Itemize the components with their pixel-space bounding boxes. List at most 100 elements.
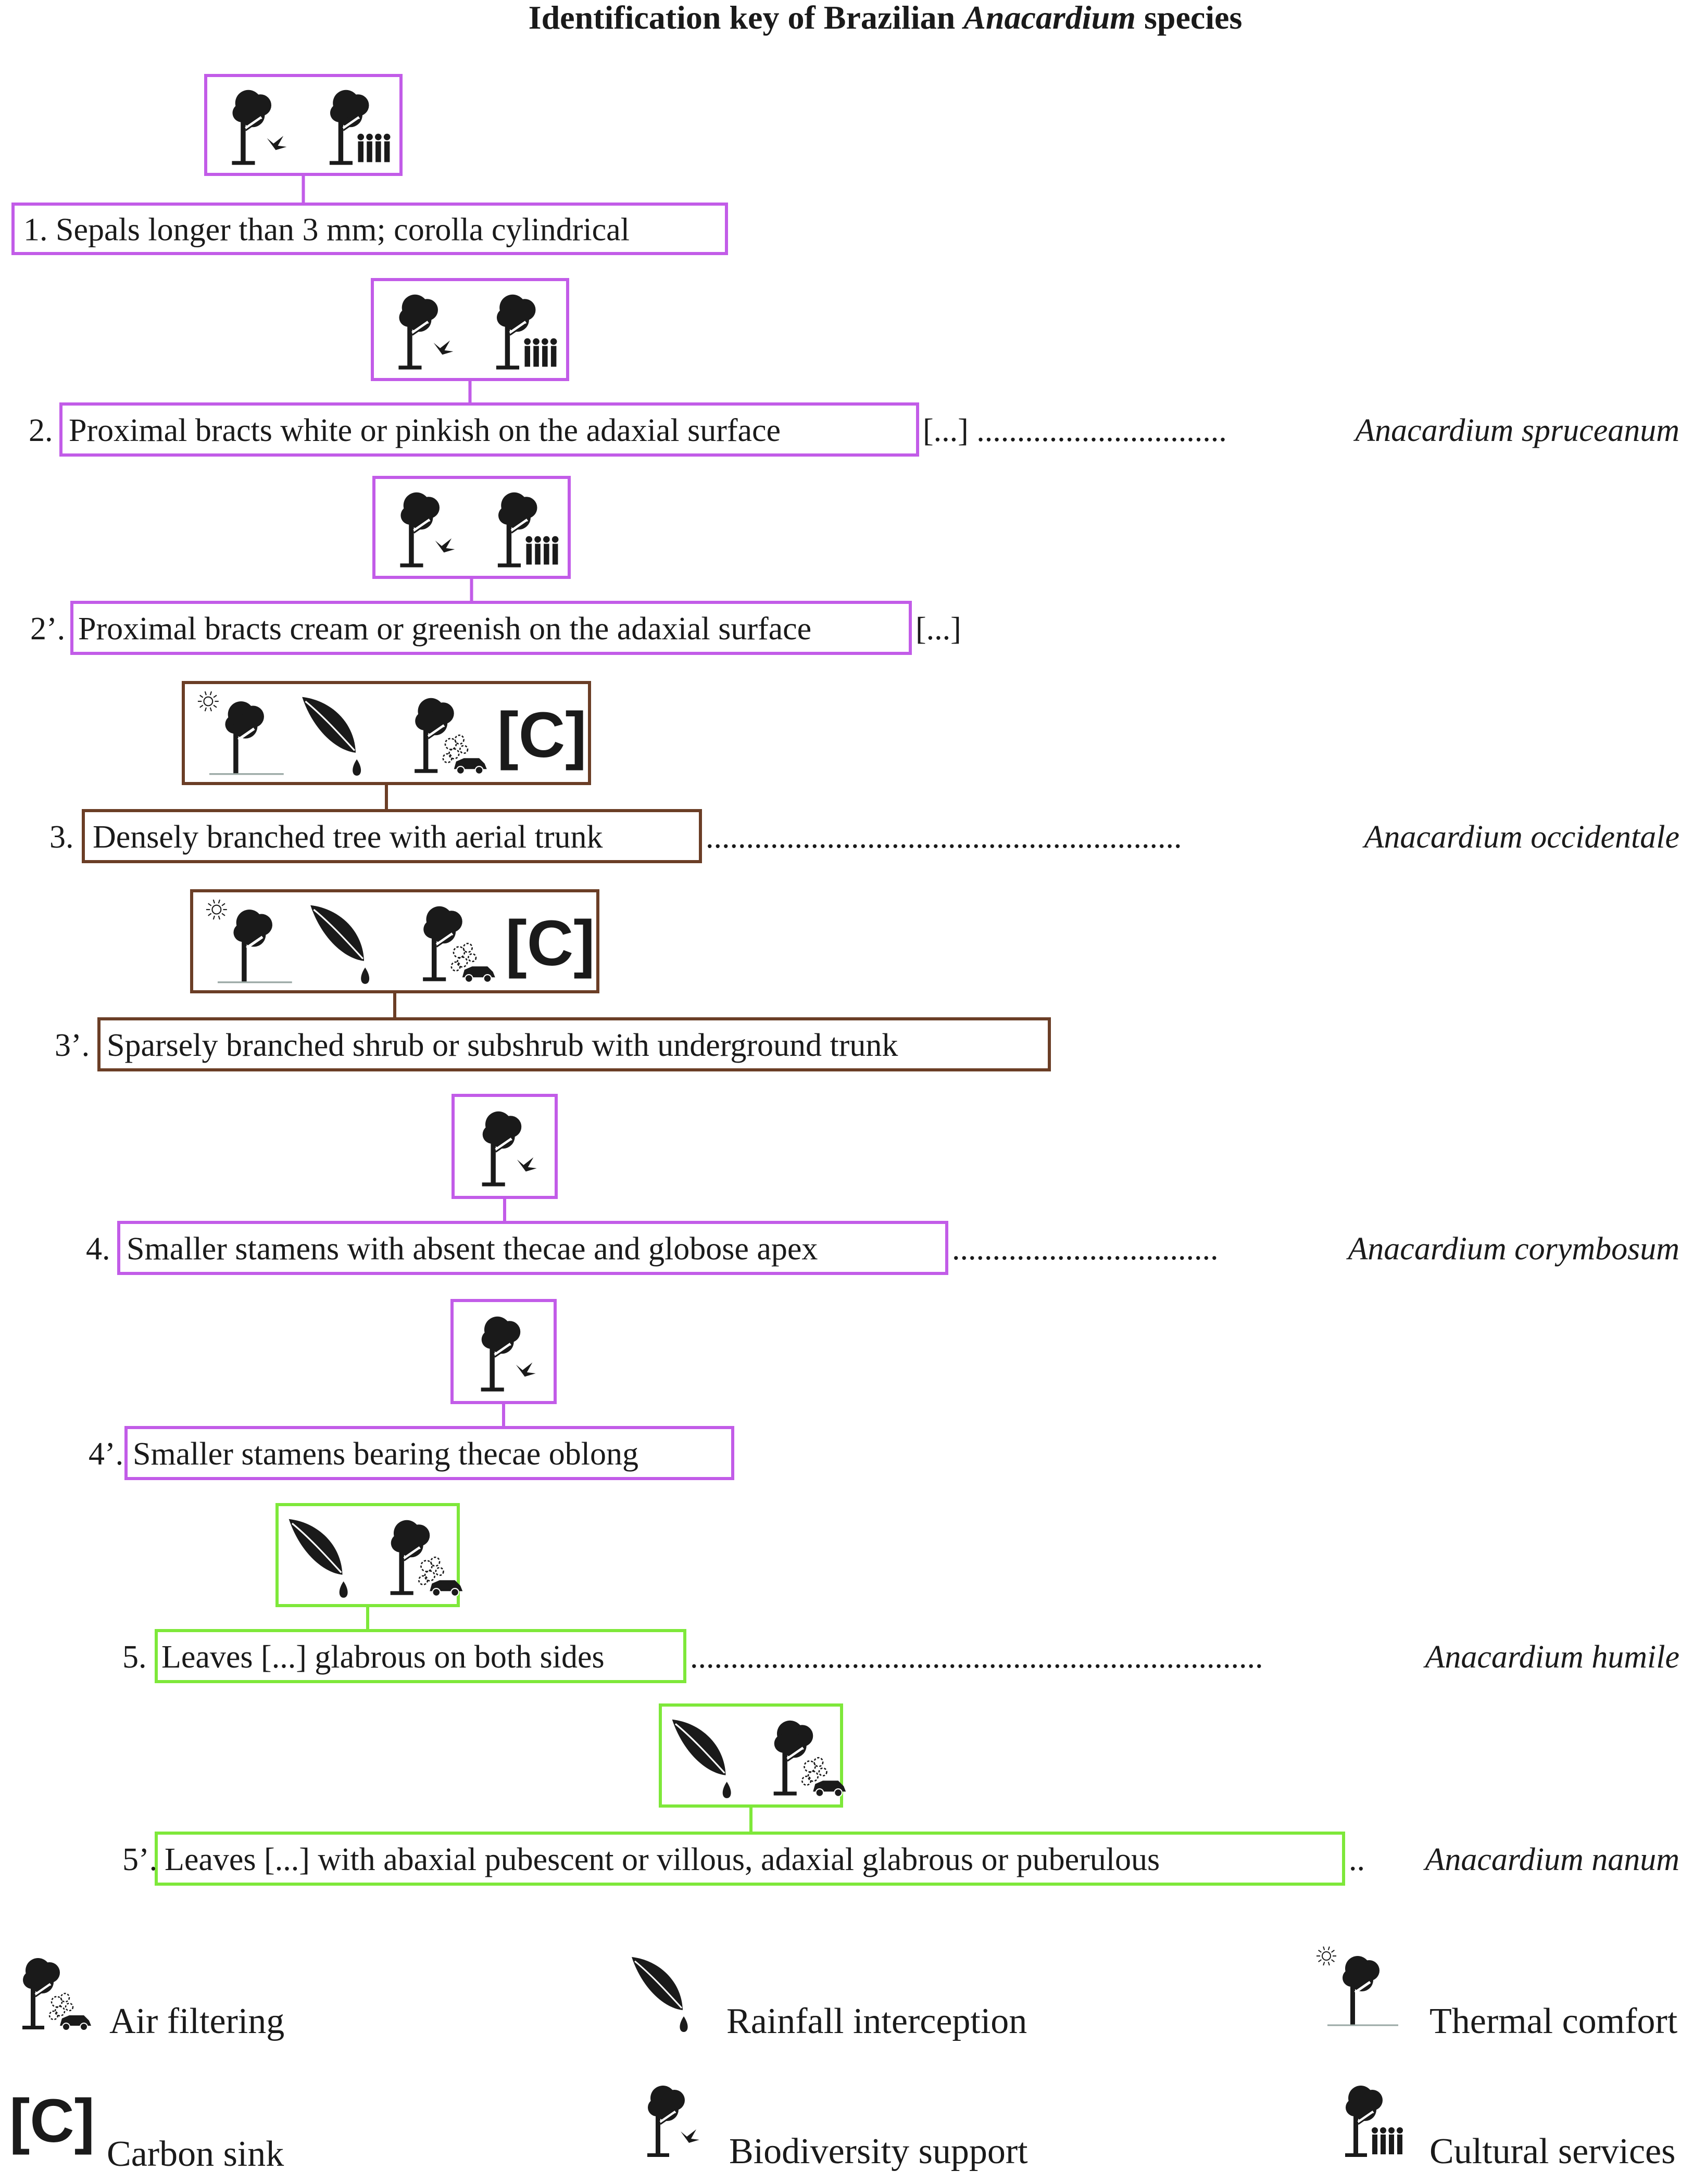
carbon-sink-glyph: [C] [9, 2087, 95, 2155]
species-name: Anacardium corymbosum [1346, 1231, 1679, 1267]
biodiversity-support-icon [647, 2086, 699, 2157]
legend-label: Carbon sink [107, 2134, 284, 2174]
step-text-box [97, 1017, 1051, 1071]
air-filtering-icon [415, 698, 487, 775]
step-text: Smaller stamens with absent thecae and g… [127, 1231, 818, 1267]
legend-item: Air filtering [22, 1958, 284, 2041]
icon-box [204, 74, 403, 176]
leader-dots: ........................................… [690, 1639, 1263, 1675]
cultural-services-icon [1345, 2086, 1403, 2157]
key-step: 4’. Smaller stamens bearing thecae oblong [89, 1299, 734, 1480]
step-text-box [155, 1629, 686, 1683]
step-number: 4’. [89, 1436, 123, 1472]
key-steps: 1. Sepals longer than 3 mm; corolla cyli… [11, 74, 1680, 1886]
step-description: Densely branched tree with aerial trunk [93, 819, 603, 855]
air-filtering-icon [773, 1720, 846, 1797]
rainfall-interception-icon [302, 697, 361, 776]
biodiversity-support-icon [232, 90, 287, 165]
leader-dots: [...] [916, 611, 961, 647]
icon-box [275, 1503, 460, 1607]
step-number: 2. [29, 413, 53, 448]
step-text-box [155, 1832, 1345, 1886]
diagram-title: Identification key of Brazilian Anacardi… [529, 0, 1243, 36]
legend-item: Biodiversity support [647, 2086, 1028, 2172]
legend: Air filtering Rainfall interception Therma… [9, 1946, 1678, 2174]
step-description: Leaves [...] glabrous on both sides [161, 1639, 605, 1675]
carbon-sink-icon: [C] [497, 699, 587, 771]
step-text: Leaves [...] with abaxial pubescent or v… [165, 1842, 1160, 1877]
step-text: Proximal bracts cream or greenish on the… [78, 611, 811, 647]
air-filtering-icon [423, 906, 495, 983]
step-number: 3’. [55, 1028, 90, 1063]
step-text: Smaller stamens bearing thecae oblong [133, 1436, 638, 1472]
step-number: 1. [23, 212, 56, 248]
legend-label: Thermal comfort [1429, 2001, 1678, 2041]
key-step: 5’.Leaves [...] with abaxial pubescent o… [122, 1703, 1680, 1886]
biodiversity-support-icon [398, 294, 454, 370]
legend-item: [C] Carbon sink [9, 2087, 284, 2174]
biodiversity-support-icon [400, 492, 455, 567]
leader-dots: ................................. [952, 1231, 1219, 1267]
carbon-sink-glyph: [C] [497, 699, 587, 771]
carbon-sink-icon: [C] [506, 907, 595, 979]
thermal-comfort-icon [197, 691, 284, 775]
step-number: 5’. [122, 1842, 157, 1877]
key-step: 1. Sepals longer than 3 mm; corolla cyli… [11, 74, 728, 255]
legend-label: Biodiversity support [729, 2131, 1028, 2172]
leader-dots: .. [1349, 1842, 1365, 1877]
species-name: Anacardium humile [1423, 1639, 1679, 1675]
legend-item: Rainfall interception [632, 1957, 1027, 2041]
step-number: 5. [122, 1639, 147, 1675]
species-name: Anacardium occidentale [1362, 819, 1679, 855]
step-text-box [59, 402, 919, 457]
legend-item: Thermal comfort [1316, 1946, 1678, 2041]
key-step: 4. Smaller stamens with absent thecae and… [86, 1094, 1679, 1275]
leader-dots: [...] ............................... [923, 413, 1227, 448]
key-step: [C] 3’. Sparsely branched shrub or subshru… [55, 889, 1051, 1071]
step-text-box [117, 1221, 948, 1275]
leader-dots: ........................................… [706, 819, 1182, 855]
step-text: Proximal bracts white or pinkish on the … [69, 413, 781, 448]
step-description: Leaves [...] with abaxial pubescent or v… [165, 1842, 1160, 1877]
key-step: 5. Leaves [...] glabrous on both sides Ana… [122, 1503, 1679, 1683]
title-prefix: Identification key of Brazilian [529, 0, 964, 36]
cultural-services-icon [497, 492, 559, 567]
step-text: Sparsely branched shrub or subshrub with… [107, 1028, 898, 1063]
step-text: Leaves [...] glabrous on both sides [161, 1639, 605, 1675]
step-text: 1. Sepals longer than 3 mm; corolla cyli… [23, 212, 630, 248]
thermal-comfort-icon [1316, 1946, 1398, 2026]
step-text: Densely branched tree with aerial trunk [93, 819, 603, 855]
cultural-services-icon [496, 294, 557, 370]
legend-label: Cultural services [1429, 2131, 1675, 2172]
icon-box [190, 889, 599, 993]
air-filtering-icon [390, 1520, 463, 1597]
key-step: 2’. Proximal bracts cream or greenish on … [30, 476, 961, 655]
step-description: Sparsely branched shrub or subshrub with… [107, 1028, 898, 1063]
step-description: Proximal bracts white or pinkish on the … [69, 413, 781, 448]
step-description: Smaller stamens bearing thecae oblong [133, 1436, 638, 1472]
rainfall-interception-icon [672, 1719, 731, 1798]
step-number: 2’. [30, 611, 65, 647]
carbon-sink-icon: [C] [9, 2087, 95, 2155]
step-text-box [124, 1426, 734, 1480]
step-text-box [82, 809, 702, 863]
step-number: 4. [86, 1231, 110, 1267]
carbon-sink-glyph: [C] [506, 907, 595, 979]
title-suffix: species [1136, 0, 1242, 36]
legend-label: Air filtering [109, 2001, 284, 2041]
step-description: Smaller stamens with absent thecae and g… [127, 1231, 818, 1267]
step-description: Proximal bracts cream or greenish on the… [78, 611, 811, 647]
biodiversity-support-icon [481, 1316, 536, 1392]
air-filtering-icon [22, 1958, 91, 2031]
step-description: Sepals longer than 3 mm; corolla cylindr… [56, 212, 630, 248]
rainfall-interception-icon [289, 1519, 348, 1598]
thermal-comfort-icon [206, 899, 292, 983]
step-number: 3. [49, 819, 74, 855]
species-name: Anacardium spruceanum [1353, 413, 1679, 448]
step-text-box [70, 601, 912, 655]
legend-label: Rainfall interception [726, 2001, 1027, 2041]
species-name: Anacardium nanum [1423, 1842, 1680, 1877]
icon-box [659, 1703, 843, 1808]
